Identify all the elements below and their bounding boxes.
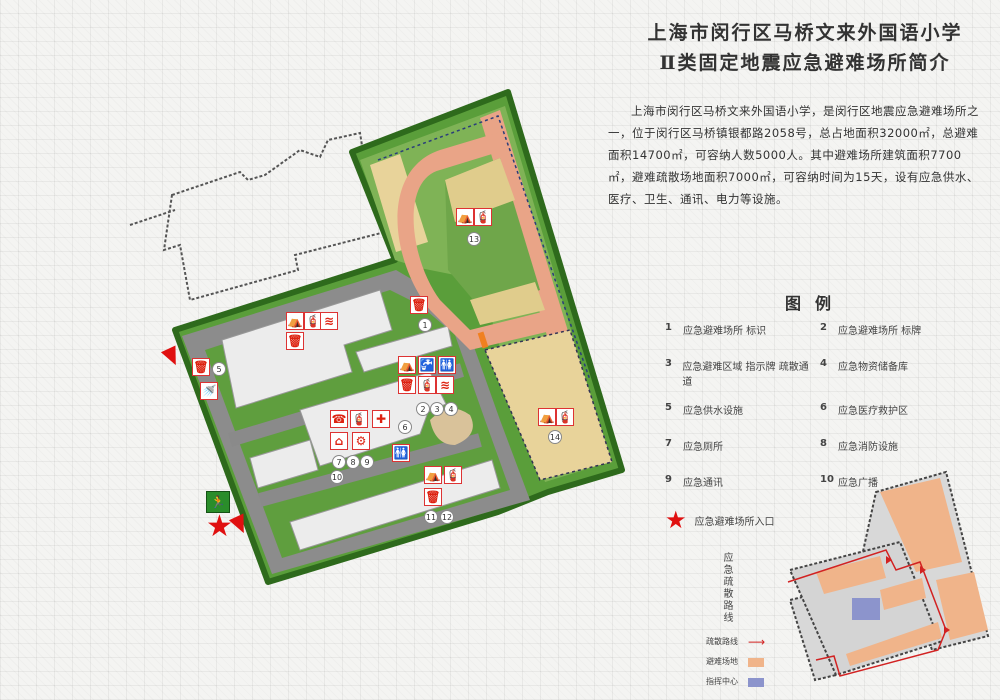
fire-extinguisher-icon: 🧯 <box>474 208 492 226</box>
trash-icon: 🗑 <box>286 332 304 350</box>
title-line-2: Ⅱ类固定地震应急避难场所简介 <box>659 52 951 74</box>
fire-extinguisher-icon: 🧯 <box>304 312 322 330</box>
fire-extinguisher-icon: 🧯 <box>418 376 436 394</box>
swatch-command-center <box>748 677 764 687</box>
tent-icon: ⛺ <box>538 408 556 426</box>
entrance-star-icon[interactable]: ★ <box>206 509 233 544</box>
map-marker[interactable]: 8 <box>346 455 360 469</box>
map-marker[interactable]: 14 <box>548 430 562 444</box>
map-marker[interactable]: 6 <box>398 420 412 434</box>
sports-field <box>360 106 613 482</box>
shelter-icon: ⌂ <box>330 432 348 450</box>
tent-icon: ⛺ <box>456 208 474 226</box>
legend-title: 图例 <box>784 294 845 313</box>
map-marker[interactable]: 4 <box>444 402 458 416</box>
trash-icon: 🗑 <box>398 376 416 394</box>
inset-vertical-label: 应急疏散路线 <box>721 552 732 624</box>
legend-item-entrance: ★ 应急避难场所入口 <box>665 506 775 534</box>
trash-icon: 🗑 <box>424 488 442 506</box>
map-marker[interactable]: 2 <box>416 402 430 416</box>
site-plan-map <box>129 89 625 585</box>
map-marker[interactable]: 1 <box>418 318 432 332</box>
inset-legend-item: 疏散路线⟶ <box>706 632 765 652</box>
restroom-icon: 🚻 <box>392 444 410 462</box>
inset-legend: 疏散路线⟶ 避难场地 指挥中心 <box>706 632 765 692</box>
swatch-shelter-area <box>748 657 764 667</box>
map-marker[interactable]: 12 <box>440 510 454 524</box>
fire-hose-icon: ≋ <box>436 376 454 394</box>
trash-icon: 🗑 <box>192 358 210 376</box>
inset-evacuation-map <box>787 470 990 682</box>
map-marker[interactable]: 11 <box>424 510 438 524</box>
map-marker[interactable]: 9 <box>360 455 374 469</box>
map-marker[interactable]: 3 <box>430 402 444 416</box>
inset-legend-item: 避难场地 <box>706 652 765 672</box>
shower-icon: 🚿 <box>200 382 218 400</box>
tent-icon: ⛺ <box>286 312 304 330</box>
map-marker[interactable]: 13 <box>467 232 481 246</box>
medical-cross-icon: ✚ <box>372 410 390 428</box>
description-text: 上海市闵行区马桥文来外国语小学，是闵行区地震应急避难场所之一，位于闵行区马桥镇银… <box>608 104 979 206</box>
page-title: 上海市闵行区马桥文来外国语小学 Ⅱ类固定地震应急避难场所简介 <box>630 18 980 78</box>
generator-icon: ⚙ <box>352 432 370 450</box>
tent-icon: ⛺ <box>398 356 416 374</box>
fire-extinguisher-icon: 🧯 <box>556 408 574 426</box>
fire-extinguisher-icon: 🧯 <box>444 466 462 484</box>
star-icon: ★ <box>665 506 687 534</box>
phone-icon: ☎ <box>330 410 348 428</box>
water-tap-icon: 🚰 <box>418 356 436 374</box>
map-marker[interactable]: 10 <box>330 470 344 484</box>
emergency-exit-sign-icon: 🏃 <box>206 491 230 513</box>
map-marker[interactable]: 7 <box>332 455 346 469</box>
restroom-icon: 🚻 <box>438 356 456 374</box>
arrow-icon: ⟶ <box>748 635 766 649</box>
fire-hose-icon: ≋ <box>320 312 338 330</box>
fire-extinguisher-icon: 🧯 <box>350 410 368 428</box>
inset-legend-item: 指挥中心 <box>706 672 765 692</box>
map-marker[interactable]: 5 <box>212 362 226 376</box>
trash-icon: 🗑 <box>410 296 428 314</box>
title-line-1: 上海市闵行区马桥文来外国语小学 <box>647 22 963 44</box>
tent-icon: ⛺ <box>424 466 442 484</box>
